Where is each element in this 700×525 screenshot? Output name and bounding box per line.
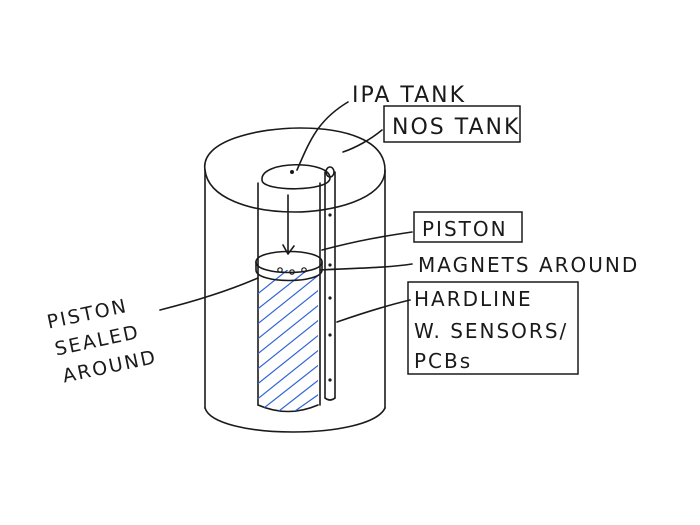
- outer-cylinder: [204, 127, 386, 433]
- nos-tank-label: NOS TANK: [392, 115, 520, 140]
- piston-box: [413, 211, 523, 243]
- hardline-label-line2: W. SENSORS/: [414, 319, 568, 343]
- down-arrow-icon: [282, 194, 295, 255]
- hardline-box: [407, 281, 579, 375]
- nos-tank-box: [383, 105, 521, 143]
- piston-disk: [255, 250, 323, 282]
- ipa-tank-label: IPA TANK: [352, 83, 466, 108]
- hardline-label-line3: PCBs: [414, 349, 472, 373]
- leader-lines: [159, 101, 413, 323]
- hardline-tube: [324, 166, 336, 401]
- piston-label: PISTON: [422, 217, 508, 241]
- piston-sealed-label: PISTON SEALED AROUND: [45, 295, 159, 387]
- magnets-label: MAGNETS AROUND: [418, 253, 639, 277]
- ipa-liquid-hatch: [258, 270, 318, 412]
- hardline-label-line1: HARDLINE: [414, 287, 533, 311]
